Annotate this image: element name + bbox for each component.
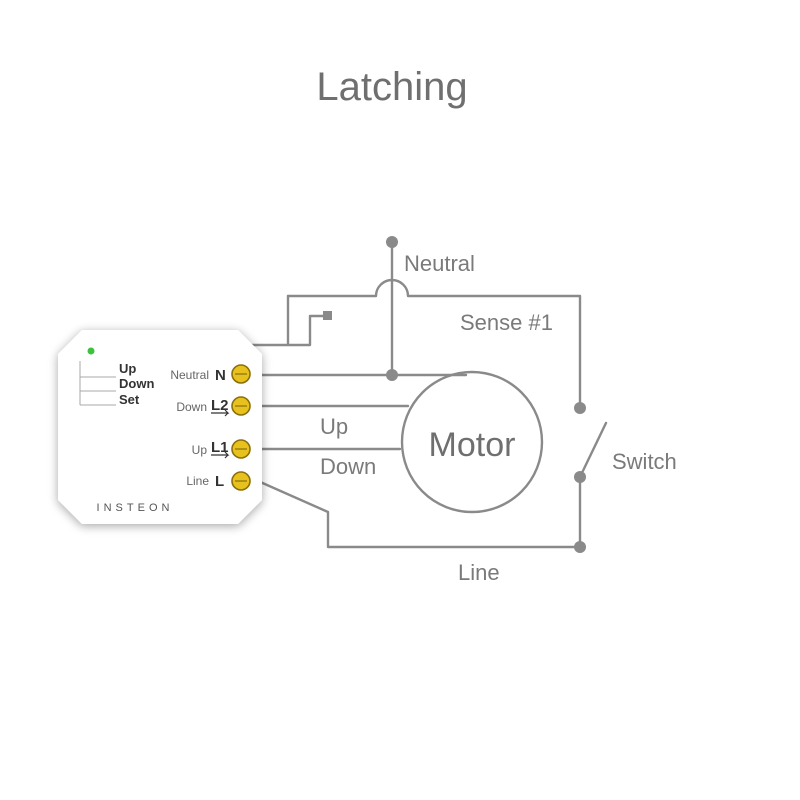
terminal-up-code: L1 <box>211 439 229 456</box>
up-label: Up <box>320 414 348 439</box>
terminal-up-name: Up <box>192 443 208 457</box>
insteon-module: Up Down Set Neutral N Down L2 Up L1 Line… <box>58 330 262 524</box>
up-button-label: Up <box>119 361 136 376</box>
terminal-screws <box>231 364 251 491</box>
terminal-line-code: L <box>215 473 224 490</box>
switch-lever <box>578 421 608 479</box>
line-junction-node <box>574 541 586 553</box>
sense-wire <box>286 278 582 410</box>
terminal-neutral-name: Neutral <box>170 368 209 382</box>
button-divider-lines <box>79 361 116 406</box>
motor-circle <box>400 370 544 514</box>
neutral-label: Neutral <box>404 251 475 276</box>
terminal-down-arrow <box>211 409 230 417</box>
down-label: Down <box>320 454 376 479</box>
motor-label: Motor <box>429 426 516 464</box>
terminal-neutral-code: N <box>215 367 226 384</box>
sense-wire-from-module <box>248 294 290 347</box>
switch-top-node <box>574 402 586 414</box>
set-button-label: Set <box>119 392 140 407</box>
sense-stub-wire <box>286 314 327 347</box>
page-title: Latching <box>316 65 467 109</box>
status-led <box>87 347 95 355</box>
line-wire <box>256 479 582 549</box>
sense-label: Sense #1 <box>460 310 553 335</box>
sense-terminal-square <box>323 311 332 320</box>
terminal-down-name: Down <box>176 400 207 414</box>
terminal-line-name: Line <box>186 474 209 488</box>
terminal-down-code: L2 <box>211 397 229 414</box>
brand-logo-text: INSTEON <box>97 502 174 514</box>
down-button-label: Down <box>119 376 154 391</box>
terminal-up-arrow <box>211 451 230 459</box>
line-label: Line <box>458 560 500 585</box>
switch-label: Switch <box>612 449 677 474</box>
module-body <box>58 330 262 524</box>
